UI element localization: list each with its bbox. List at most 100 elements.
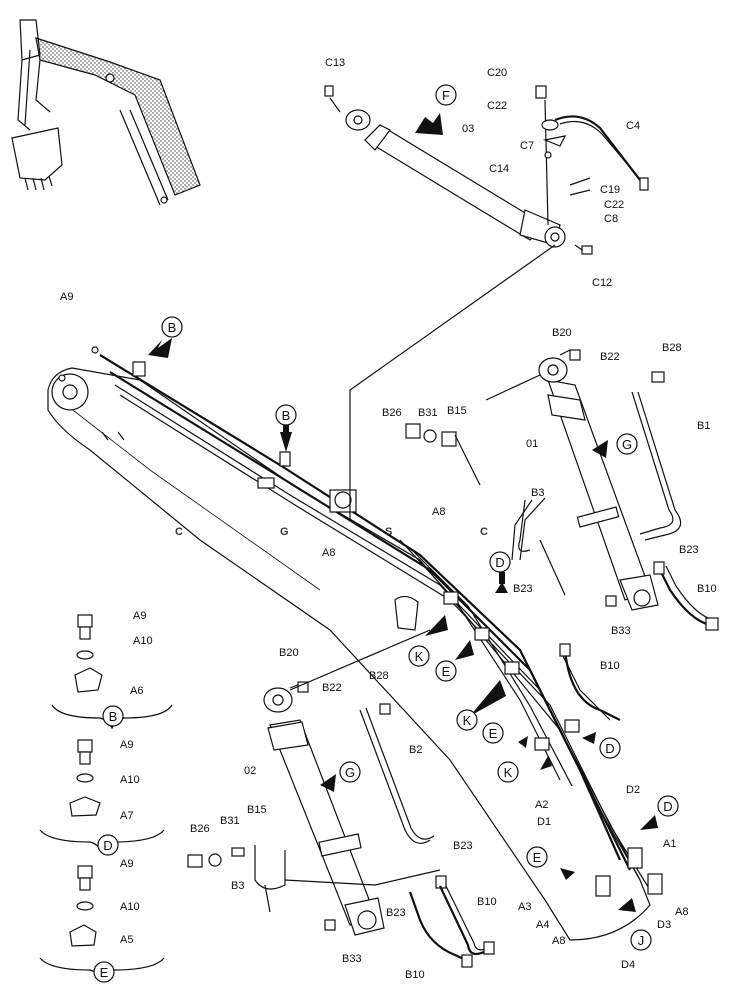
callout-letter: F <box>442 88 450 103</box>
callout-circle: B <box>275 404 297 426</box>
label-key-a10b: A10 <box>120 774 140 786</box>
callout-letter: B <box>168 320 177 335</box>
label-b3: B3 <box>531 487 544 499</box>
label-b23d: B23 <box>386 907 406 919</box>
callout-circle: E <box>93 961 115 983</box>
label-a8d: A8 <box>675 906 688 918</box>
label-b31: B31 <box>418 407 438 419</box>
label-b22: B22 <box>600 351 620 363</box>
arm-cylinder-03 <box>324 85 649 520</box>
label-d2: D2 <box>626 784 640 796</box>
callout-circle: E <box>435 660 457 682</box>
label-b10c: B10 <box>477 896 497 908</box>
callout-letter: E <box>533 850 542 865</box>
label-02: 02 <box>244 765 256 777</box>
callout-letter: D <box>663 799 672 814</box>
callout-letter: D <box>605 741 614 756</box>
label-d1: D1 <box>537 816 551 828</box>
label-key-a9: A9 <box>133 610 146 622</box>
label-03: 03 <box>462 123 474 135</box>
label-b33: B33 <box>611 625 631 637</box>
callout-circle: K <box>456 709 478 731</box>
label-d4: D4 <box>621 959 635 971</box>
watermark-letter-2: G <box>280 526 289 538</box>
watermark-letter-4: C <box>480 526 488 538</box>
label-a3: A3 <box>518 901 531 913</box>
label-c19: C19 <box>600 184 620 196</box>
label-c7: C7 <box>520 140 534 152</box>
label-b23: B23 <box>679 544 699 556</box>
label-c13: C13 <box>325 57 345 69</box>
callout-letter: G <box>345 765 355 780</box>
label-b23c: B23 <box>453 840 473 852</box>
watermark: C G S C <box>175 526 488 538</box>
label-c20: C20 <box>487 67 507 79</box>
label-b15: B15 <box>447 405 467 417</box>
callout-circle: D <box>489 551 511 573</box>
label-d3: D3 <box>657 919 671 931</box>
label-b31b: B31 <box>220 815 240 827</box>
label-b22b: B22 <box>322 682 342 694</box>
callout-circle: D <box>599 737 621 759</box>
label-a4: A4 <box>536 919 549 931</box>
watermark-letter-1: C <box>175 526 183 538</box>
callout-letter: K <box>415 649 424 664</box>
callout-circle: G <box>616 433 638 455</box>
label-b20b: B20 <box>279 647 299 659</box>
excavator-thumbnail <box>11 19 201 206</box>
label-b28: B28 <box>662 342 682 354</box>
label-c8: C8 <box>604 213 618 225</box>
label-b10d: B10 <box>405 969 425 981</box>
boom-cylinder-02 <box>187 629 495 968</box>
label-a9: A9 <box>60 291 73 303</box>
callout-letter: B <box>282 408 291 423</box>
label-b20: B20 <box>552 327 572 339</box>
arrows <box>148 113 658 912</box>
callout-circle: D <box>657 795 679 817</box>
label-b26b: B26 <box>190 823 210 835</box>
label-key-a6: A6 <box>130 685 143 697</box>
label-b33b: B33 <box>342 953 362 965</box>
callout-letter: E <box>100 965 109 980</box>
label-b28b: B28 <box>369 670 389 682</box>
label-c22b: C22 <box>604 199 624 211</box>
callout-letter: G <box>622 437 632 452</box>
callout-circle: G <box>339 761 361 783</box>
callout-letter: E <box>442 664 451 679</box>
label-b15b: B15 <box>247 804 267 816</box>
watermark-letter-3: S <box>385 526 392 538</box>
label-key-a7: A7 <box>120 810 133 822</box>
callout-letter: E <box>489 726 498 741</box>
label-a8b: A8 <box>322 547 335 559</box>
label-b3b: B3 <box>231 880 244 892</box>
label-key-a10: A10 <box>133 635 153 647</box>
label-b1: B1 <box>697 420 710 432</box>
callout-circle: D <box>97 834 119 856</box>
label-b26: B26 <box>382 407 402 419</box>
callout-circle: K <box>497 761 519 783</box>
callout-circle: K <box>408 645 430 667</box>
label-c14: C14 <box>489 163 509 175</box>
label-a8: A8 <box>432 506 445 518</box>
boom-arm <box>47 346 663 941</box>
label-a8c: A8 <box>552 935 565 947</box>
callout-letter: D <box>495 555 504 570</box>
label-c4: C4 <box>626 120 640 132</box>
bolt-cluster-top <box>405 423 531 552</box>
boom-cylinder-01 <box>485 349 719 721</box>
callout-letter: J <box>638 933 645 948</box>
detail-keys <box>39 614 173 982</box>
callout-circle: B <box>161 316 183 338</box>
callout-circle: F <box>435 84 457 106</box>
label-b2: B2 <box>409 744 422 756</box>
callout-letter: D <box>103 838 112 853</box>
key-circle-b: B <box>102 705 124 727</box>
label-key-a9b: A9 <box>120 739 133 751</box>
svg-text:B: B <box>109 709 118 724</box>
label-b10: B10 <box>697 583 717 595</box>
label-key-a10c: A10 <box>120 901 140 913</box>
callout-circle: J <box>630 929 652 951</box>
label-c22: C22 <box>487 100 507 112</box>
